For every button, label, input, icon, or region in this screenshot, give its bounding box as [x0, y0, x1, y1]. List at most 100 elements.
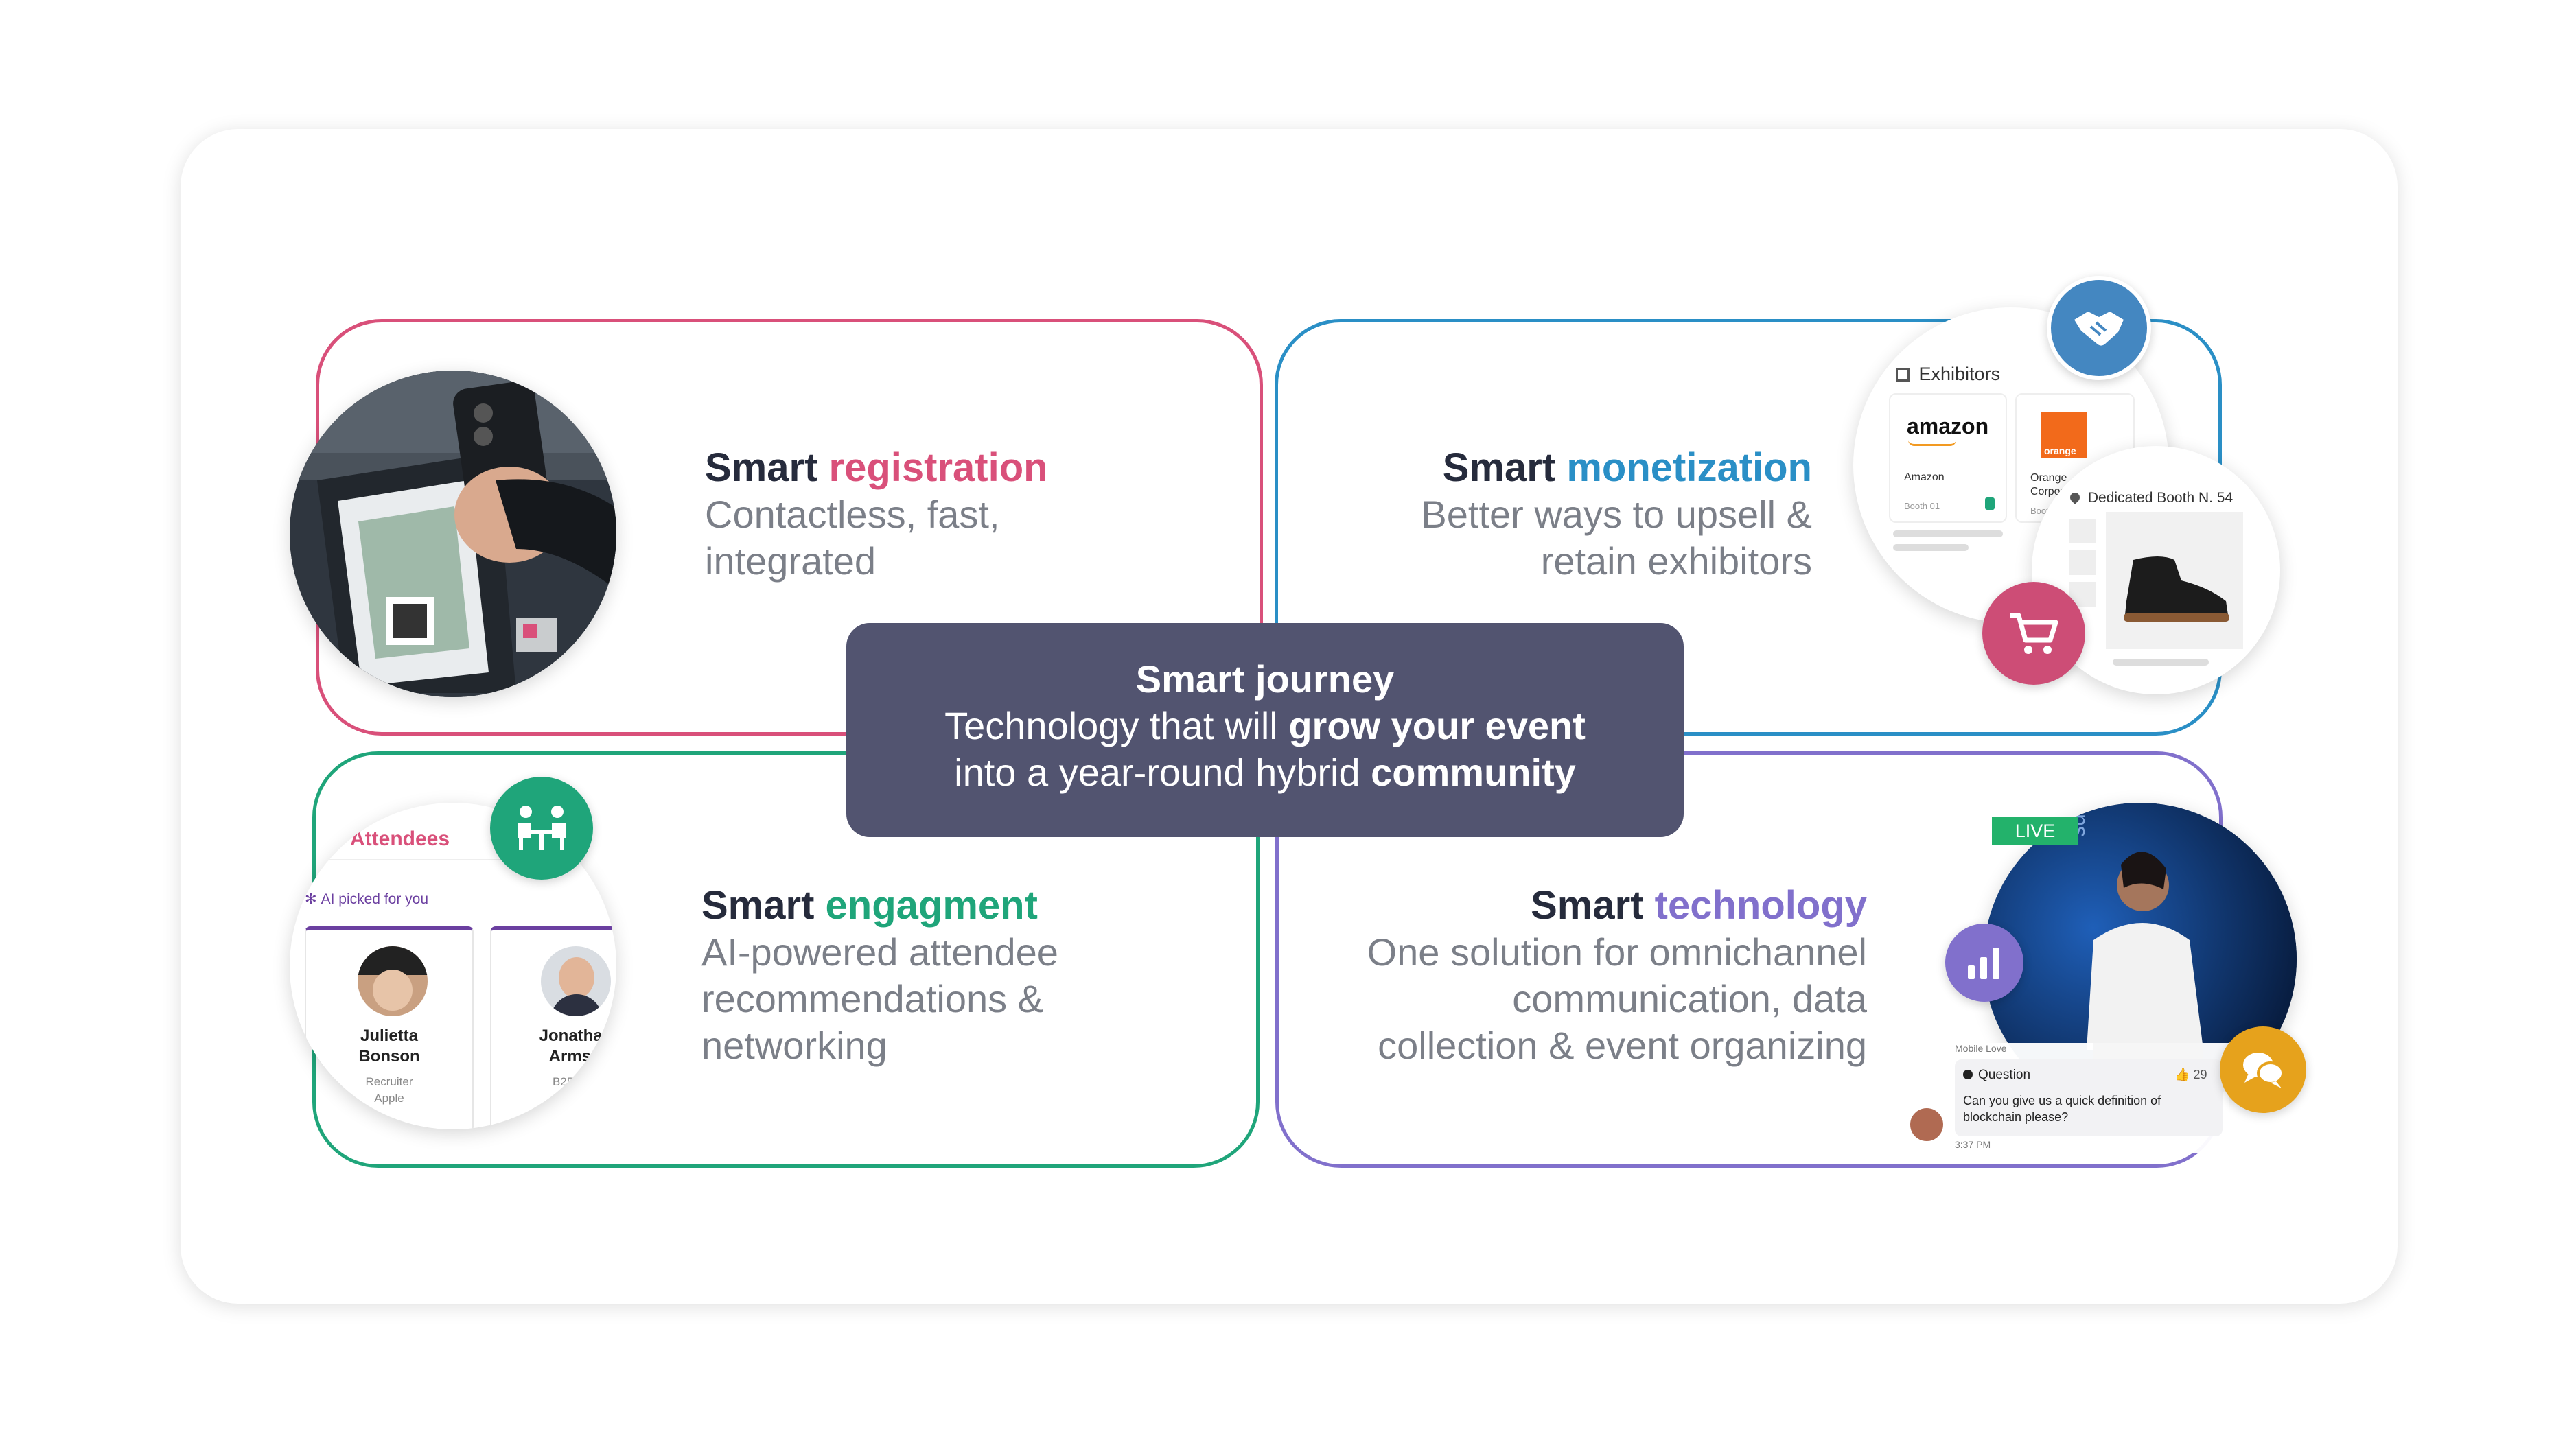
technology-heading-accent: technology	[1654, 883, 1867, 928]
thumbs-up-icon: 👍	[2174, 1068, 2190, 1081]
live-badge: LIVE	[1992, 817, 2078, 845]
exhibitors-header: Exhibitors	[1896, 364, 2000, 385]
avatar	[358, 946, 428, 1016]
amazon-smile	[1908, 440, 1956, 446]
registration-heading-smart: Smart	[705, 445, 818, 490]
product-thumb[interactable]	[2069, 550, 2096, 575]
monetization-heading: Smart monetization	[1304, 445, 1812, 491]
attendee-details: Recruiter Apple	[306, 1074, 472, 1107]
placeholder-bar	[2113, 659, 2209, 666]
avatar	[541, 946, 611, 1016]
technology-line-2: communication, data	[1512, 977, 1867, 1020]
bar-chart-icon	[1968, 948, 1999, 979]
technology-line-1: One solution for omnichannel	[1367, 930, 1867, 974]
question-likes-count: 29	[2193, 1068, 2207, 1081]
center-line-2: into a year-round hybrid community	[846, 749, 1684, 796]
attendee-name: Jonathan Armstr	[491, 1026, 616, 1067]
question-author: Mobile Love	[1955, 1043, 2007, 1054]
engagement-line-3: networking	[701, 1024, 887, 1067]
attendee-role: B2B Con	[552, 1075, 600, 1088]
chat-bubbles-icon	[2243, 1053, 2284, 1088]
shopping-cart-icon	[2010, 613, 2058, 654]
speech-bubble-icon	[1963, 1070, 1973, 1079]
attendee-company: Do	[568, 1092, 583, 1105]
exhibitor-card-amazon[interactable]: amazon Amazon Booth 01	[1889, 393, 2007, 523]
sparkle-icon: ✻	[305, 891, 317, 907]
registration-line-1: Contactless, fast,	[705, 493, 1000, 536]
exhibitor-name-orange: Orange Corpor	[2030, 472, 2067, 497]
engagement-heading-accent: engagment	[825, 883, 1038, 928]
meeting-icon	[518, 806, 566, 850]
technology-text: Smart technology One solution for omnich…	[1304, 882, 1867, 1069]
question-time: 3:37 PM	[1955, 1139, 1991, 1150]
question-text: Can you give us a quick definition of bl…	[1963, 1094, 2161, 1124]
question-header: Question	[1963, 1068, 2030, 1083]
monetization-heading-accent: monetization	[1566, 445, 1812, 490]
location-pin-icon	[2068, 491, 2082, 504]
attendee-last-name: Bonson	[358, 1047, 420, 1066]
attendees-title: Attendees	[350, 827, 450, 850]
monetization-text: Smart monetization Better ways to upsell…	[1304, 445, 1812, 585]
shoe-icon	[2124, 556, 2229, 622]
building-icon	[1896, 368, 1910, 382]
question-likes[interactable]: 👍 29	[2174, 1068, 2207, 1082]
attendee-first-name: Julietta	[360, 1026, 419, 1045]
registration-heading: Smart registration	[705, 445, 1048, 491]
attendee-first-name: Jonathan	[539, 1026, 613, 1045]
attendee-card[interactable]: Jonathan Armstr B2B Con Do	[490, 926, 616, 1129]
center-line-1-text: Technology that will	[944, 704, 1278, 747]
ai-picked-text: AI picked for you	[321, 891, 429, 907]
amazon-logo: amazon	[1907, 414, 1989, 438]
orange-logo-text: orange	[2044, 445, 2076, 456]
registration-line-2: integrated	[705, 539, 877, 583]
question-card[interactable]: Question 👍 29 Can you give us a quick de…	[1955, 1059, 2223, 1136]
analytics-badge	[1945, 924, 2023, 1002]
center-line-1-bold: grow your event	[1288, 704, 1586, 747]
cart-badge[interactable]	[1982, 582, 2085, 685]
meeting-badge	[490, 777, 593, 880]
question-panel: Mobile Love Question 👍 29 Can you give u…	[1955, 1043, 2229, 1153]
product-image	[2106, 512, 2243, 649]
engagement-heading-smart: Smart	[701, 883, 815, 928]
monetization-heading-smart: Smart	[1442, 445, 1556, 490]
attendee-name: Julietta Bonson	[306, 1026, 472, 1067]
registration-heading-accent: registration	[828, 445, 1048, 490]
technology-heading: Smart technology	[1304, 882, 1867, 929]
center-line-2-text: into a year-round hybrid	[954, 751, 1360, 794]
attendee-role: Recruiter	[365, 1075, 413, 1088]
handshake-badge	[2047, 276, 2151, 380]
attendee-card[interactable]: Julietta Bonson Recruiter Apple	[305, 926, 474, 1129]
avatar	[1908, 1106, 1945, 1143]
engagement-line-2: recommendations &	[701, 977, 1044, 1020]
monetization-line-2: retain exhibitors	[1540, 539, 1812, 583]
booth-header: Dedicated Booth N. 54	[2068, 490, 2233, 506]
monetization-line-1: Better ways to upsell &	[1421, 493, 1812, 536]
smart-journey-box: Smart journey Technology that will grow …	[846, 623, 1684, 837]
center-line-2-bold: community	[1371, 751, 1576, 794]
attendee-company: Apple	[374, 1092, 404, 1105]
placeholder-bar	[1893, 544, 1969, 551]
exhibitor-name-amazon: Amazon	[1904, 471, 1945, 483]
booth-title: Dedicated Booth N. 54	[2087, 490, 2233, 506]
attendee-details: B2B Con Do	[491, 1074, 616, 1107]
technology-line-3: collection & event organizing	[1378, 1024, 1867, 1067]
technology-heading-smart: Smart	[1531, 883, 1644, 928]
ai-picked-label: ✻AI picked for you	[305, 891, 428, 908]
question-label: Question	[1978, 1068, 2031, 1082]
chat-badge[interactable]	[2220, 1026, 2306, 1113]
kiosk-illustration	[290, 371, 616, 697]
center-line-1: Technology that will grow your event	[846, 703, 1684, 749]
engagement-text: Smart engagment AI-powered attendee reco…	[701, 882, 1058, 1069]
engagement-line-1: AI-powered attendee	[701, 930, 1058, 974]
orange-logo: orange	[2041, 412, 2087, 458]
product-thumb[interactable]	[2069, 519, 2096, 543]
handshake-icon	[2074, 312, 2124, 346]
attendee-last-name: Armstr	[548, 1047, 603, 1066]
registration-text: Smart registration Contactless, fast, in…	[705, 445, 1048, 585]
placeholder-bar	[1893, 530, 2003, 537]
registration-photo	[290, 371, 616, 697]
exhibitor-booth-amazon: Booth 01	[1904, 501, 1940, 511]
divider	[303, 859, 616, 860]
flag-icon	[1985, 497, 1995, 510]
exhibitors-title: Exhibitors	[1918, 364, 2001, 384]
